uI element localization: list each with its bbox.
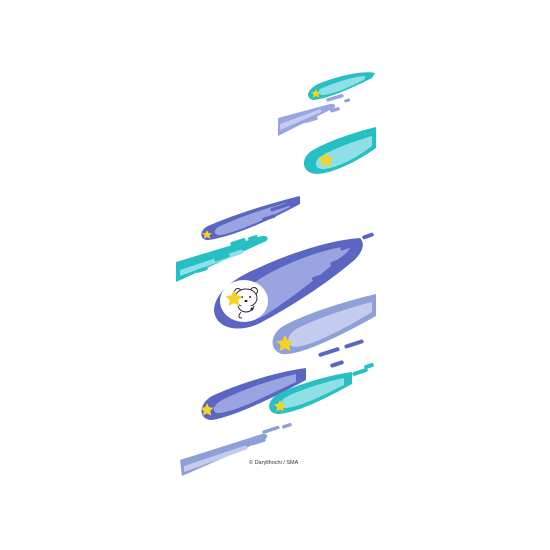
comet-icon bbox=[200, 368, 306, 420]
comet-icon bbox=[214, 232, 374, 329]
comet-icon bbox=[308, 72, 375, 100]
star-icon bbox=[202, 230, 212, 239]
copyright-text: © Daryllhochi / SMA bbox=[249, 460, 299, 466]
comet-icon bbox=[303, 127, 376, 174]
star-icon bbox=[274, 400, 286, 412]
star-icon bbox=[318, 152, 334, 167]
comet-icon bbox=[278, 94, 351, 136]
comet-icon bbox=[180, 423, 292, 476]
star-icon bbox=[311, 89, 321, 98]
comet-icon bbox=[269, 363, 374, 414]
comet-icon bbox=[176, 235, 268, 282]
comet-icon bbox=[272, 294, 376, 368]
star-icon bbox=[225, 290, 243, 306]
star-icon bbox=[276, 335, 294, 352]
comet-icon bbox=[201, 196, 300, 241]
polar-bear-icon bbox=[234, 287, 258, 319]
star-icon bbox=[200, 403, 214, 416]
